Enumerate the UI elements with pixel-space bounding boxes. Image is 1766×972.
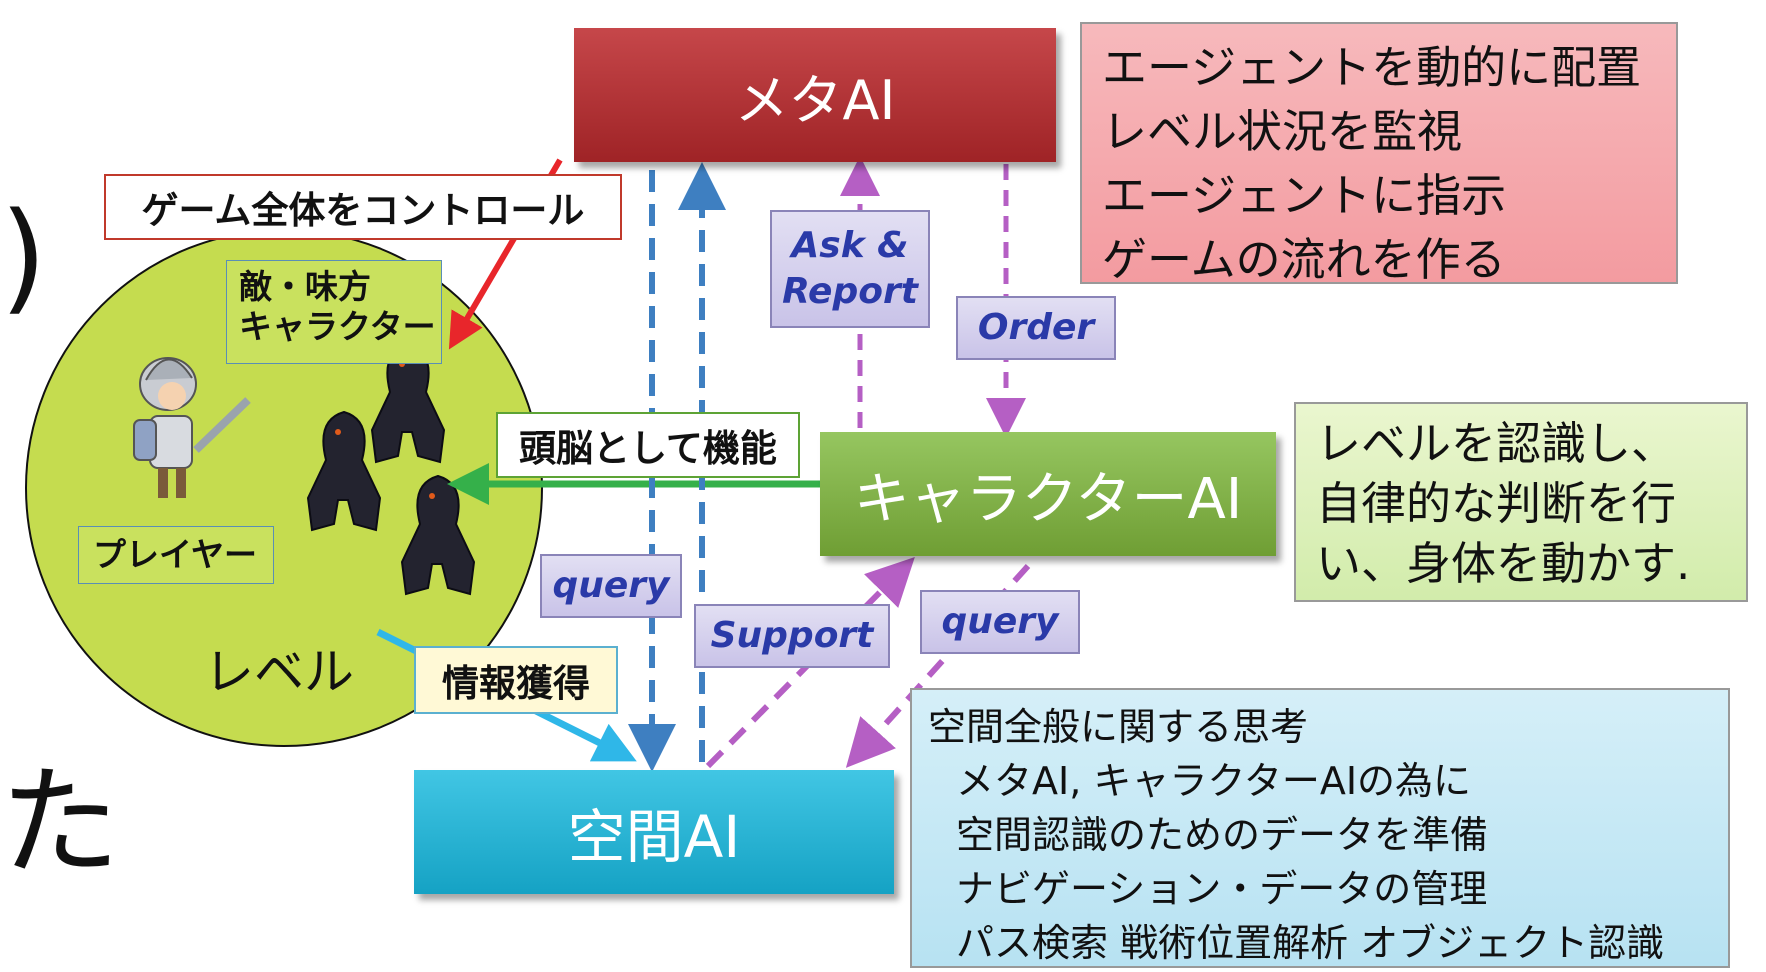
character-ai-note: レベルを認識し、 自律的な判断を行 い、身体を動かす. bbox=[1294, 402, 1748, 602]
enemy-ally-label: 敵・味方 キャラクター bbox=[226, 260, 442, 364]
ask-report-label: Ask & Report bbox=[770, 210, 930, 328]
support-label: Support bbox=[694, 604, 890, 668]
brain-callout: 頭脳として機能 bbox=[496, 412, 800, 478]
cropped-side-glyph: ) bbox=[0, 188, 47, 327]
character-note-line: い、身体を動かす. bbox=[1316, 537, 1691, 590]
space-ai-box: 空間AI bbox=[414, 770, 894, 894]
query-label-left: query bbox=[540, 554, 682, 618]
control-callout: ゲーム全体をコントロール bbox=[104, 174, 622, 240]
meta-note-line: エージェントを動的に配置 bbox=[1102, 41, 1642, 94]
support-dashed-arrow bbox=[705, 556, 915, 769]
meta-note-line: ゲームの流れを作る bbox=[1102, 233, 1506, 286]
info-callout: 情報獲得 bbox=[414, 646, 618, 714]
space-note-line: パス検索 戦術位置解析 オブジェクト認識 bbox=[956, 921, 1665, 965]
cropped-side-glyph: た bbox=[0, 754, 120, 893]
character-note-line: レベルを認識し、 bbox=[1316, 417, 1677, 470]
meta-ai-note: エージェントを動的に配置 レベル状況を監視 エージェントに指示 ゲームの流れを作… bbox=[1080, 22, 1678, 286]
space-note-line: 空間全般に関する思考 bbox=[928, 705, 1309, 749]
level-label: レベル bbox=[204, 643, 354, 701]
enemy-ally-line: 敵・味方 bbox=[239, 267, 371, 306]
enemy-ally-line: キャラクター bbox=[239, 307, 436, 346]
character-ai-box: キャラクターAI bbox=[820, 432, 1276, 556]
meta-note-line: レベル状況を監視 bbox=[1102, 105, 1463, 158]
space-ai-note: 空間全般に関する思考 メタAI, キャラクターAIの為に 空間認識のためのデータ… bbox=[910, 688, 1730, 968]
meta-note-line: エージェントに指示 bbox=[1102, 169, 1507, 222]
knight-player-figure bbox=[133, 357, 251, 498]
order-label: Order bbox=[956, 296, 1116, 360]
query-label-right: query bbox=[920, 590, 1080, 654]
space-note-line: 空間認識のためのデータを準備 bbox=[956, 813, 1489, 857]
space-note-line: ナビゲーション・データの管理 bbox=[956, 867, 1488, 911]
player-label: プレイヤー bbox=[78, 526, 274, 584]
enemy-monsters bbox=[306, 342, 476, 596]
space-note-line: メタAI, キャラクターAIの為に bbox=[956, 759, 1472, 803]
meta-ai-box: メタAI bbox=[574, 28, 1056, 162]
character-note-line: 自律的な判断を行 bbox=[1316, 477, 1677, 530]
